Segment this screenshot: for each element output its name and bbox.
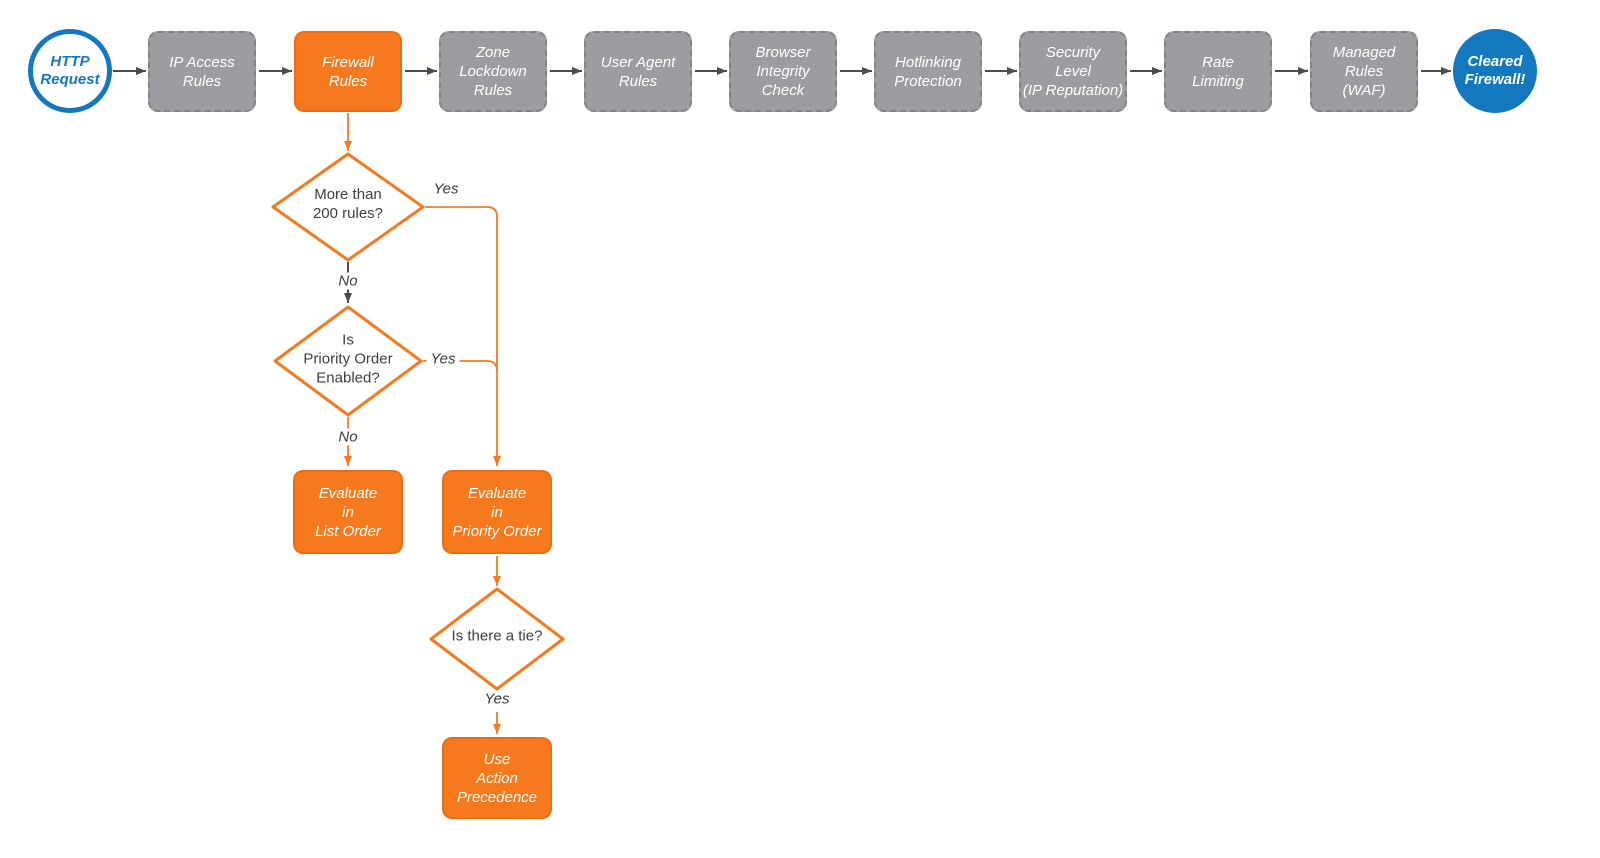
node-ip-access-rules: IP Access Rules [148, 31, 256, 112]
node-rate-limiting: Rate Limiting [1164, 31, 1272, 112]
node-user-agent-rules: User Agent Rules [584, 31, 692, 112]
node-evaluate-in-list-order: Evaluate in List Order [293, 470, 403, 554]
cleared-firewall-label: Cleared Firewall! [1464, 53, 1526, 88]
ip-access-rules-label: IP Access Rules [169, 53, 235, 90]
node-cleared-firewall: Cleared Firewall! [1453, 29, 1537, 113]
decision-more-than-200-rules-shape [271, 152, 425, 262]
edge-yes-decision2-to-priority [423, 360, 498, 372]
node-use-action-precedence: Use Action Precedence [442, 737, 552, 819]
node-managed-rules-waf: Managed Rules (WAF) [1310, 31, 1418, 112]
security-level-label: Security Level (IP Reputation) [1022, 44, 1124, 99]
edge-label-yes-3: Yes [484, 690, 510, 708]
hotlinking-protection-label: Hotlinking Protection [894, 53, 962, 90]
node-firewall-rules: Firewall Rules [294, 31, 402, 112]
node-security-level: Security Level (IP Reputation) [1019, 31, 1127, 112]
decision-priority-order-enabled-shape [273, 305, 423, 417]
evaluate-in-list-order-label: Evaluate in List Order [315, 484, 381, 540]
use-action-precedence-label: Use Action Precedence [456, 750, 538, 806]
edge-label-yes-1: Yes [433, 180, 459, 198]
edge-yes-decision1-to-priority [425, 206, 501, 466]
decision-is-there-a-tie-shape [429, 587, 565, 691]
browser-integrity-check-label: Browser Integrity Check [755, 44, 811, 99]
http-request-label: HTTP Request [40, 53, 100, 88]
firewall-rules-label: Firewall Rules [322, 53, 374, 90]
decision-more-than-200-rules-label: More than 200 rules? [312, 186, 384, 222]
edge-label-no-1: No [334, 272, 362, 290]
edge-label-yes-2: Yes [426, 350, 460, 368]
rate-limiting-label: Rate Limiting [1192, 53, 1244, 90]
user-agent-rules-label: User Agent Rules [600, 53, 676, 90]
node-evaluate-in-priority-order: Evaluate in Priority Order [442, 470, 552, 554]
decision-is-there-a-tie-label: Is there a tie? [451, 627, 543, 645]
zone-lockdown-rules-label: Zone Lockdown Rules [459, 44, 527, 99]
node-http-request: HTTP Request [28, 29, 112, 113]
decision-priority-order-enabled-label: Is Priority Order Enabled? [303, 331, 393, 387]
edge-label-no-2: No [334, 428, 362, 446]
node-browser-integrity-check: Browser Integrity Check [729, 31, 837, 112]
node-zone-lockdown-rules: Zone Lockdown Rules [439, 31, 547, 112]
evaluate-in-priority-order-label: Evaluate in Priority Order [452, 484, 542, 540]
node-hotlinking-protection: Hotlinking Protection [874, 31, 982, 112]
managed-rules-waf-label: Managed Rules (WAF) [1332, 44, 1396, 99]
